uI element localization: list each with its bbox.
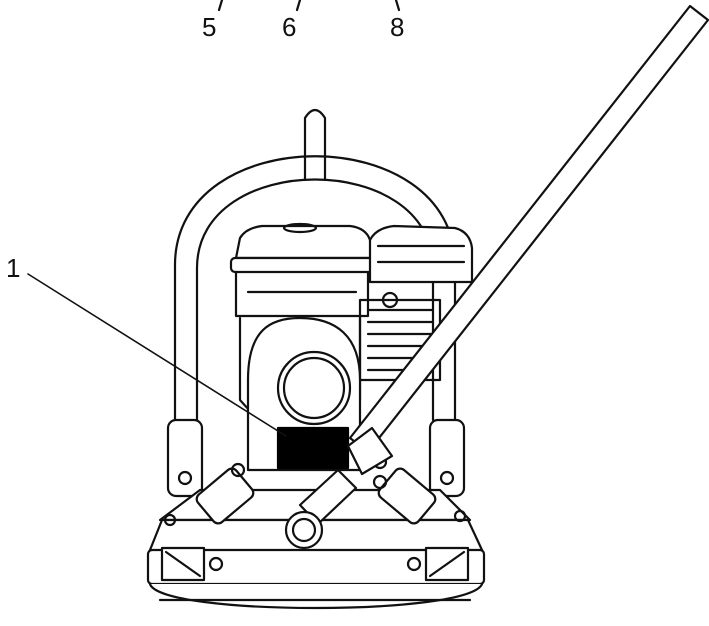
protective-frame [166,108,466,498]
callout-label-6: 6 [282,12,297,42]
callout-leader-1 [27,273,287,437]
warning-decal [276,426,350,470]
guide-handle [284,4,709,550]
callout-label-8: 8 [390,12,405,42]
callout-label-5: 5 [202,12,217,42]
fuel-tank [229,222,375,318]
callout-leaders-top [217,0,401,12]
callout-label-1: 1 [6,253,21,283]
